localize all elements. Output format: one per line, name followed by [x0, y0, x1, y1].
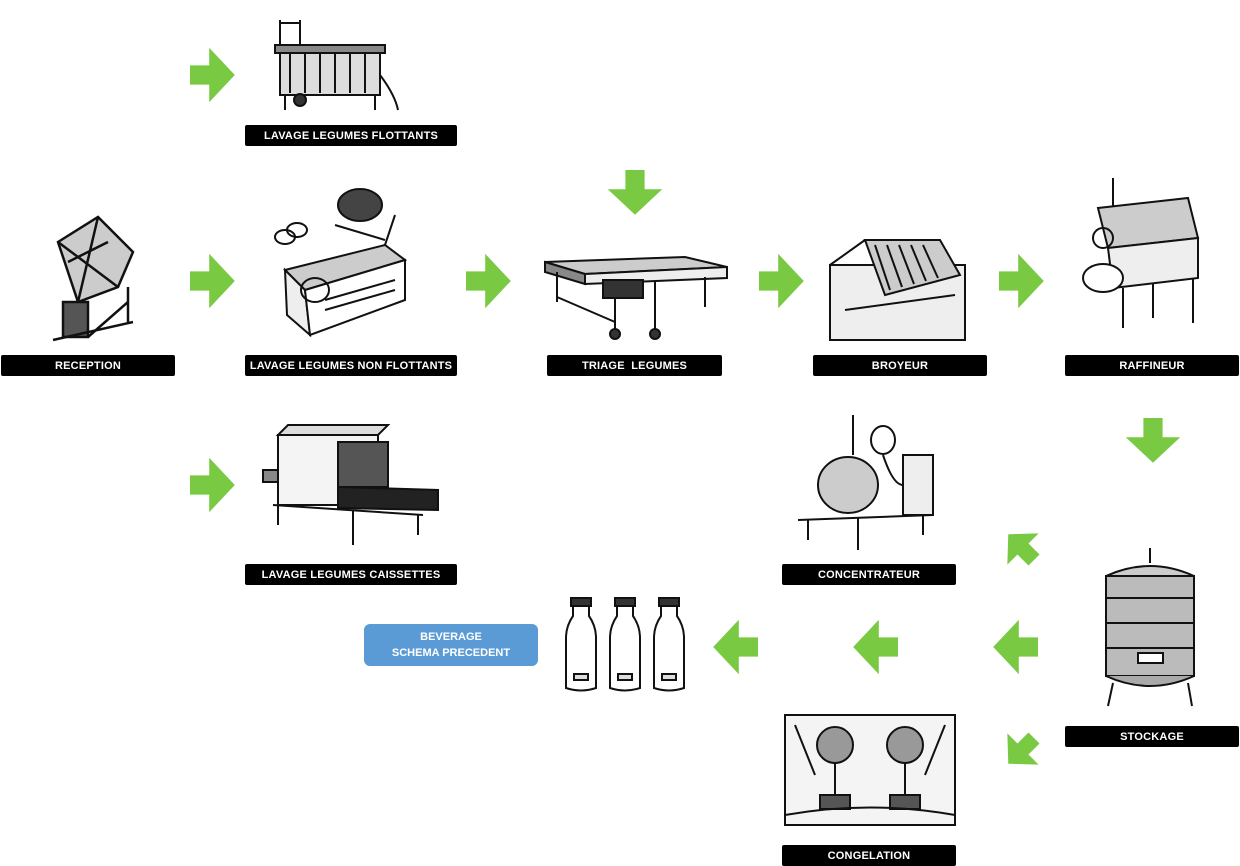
evaporator-icon — [797, 415, 934, 550]
label-lavage-flottants: LAVAGE LEGUMES FLOTTANTS — [245, 125, 457, 146]
label-stockage: STOCKAGE — [1065, 726, 1239, 747]
beverage-line1: BEVERAGE — [420, 631, 482, 643]
label-concentrateur: CONCENTRATEUR — [782, 564, 956, 585]
label-lavage-caissettes: LAVAGE LEGUMES CAISSETTES — [245, 564, 457, 585]
tunnel-washer-icon — [262, 424, 439, 545]
freezer-icon — [784, 714, 956, 826]
bottle-icon — [565, 597, 685, 692]
conveyor-icon — [544, 255, 728, 340]
beverage-line2: SCHEMA PRECEDENT — [391, 647, 511, 659]
arrow-icon — [190, 47, 235, 103]
arrow-icon — [993, 619, 1038, 675]
washer-icon — [274, 188, 408, 338]
arrow-icon — [999, 253, 1044, 309]
label-triage: TRIAGE LEGUMES — [547, 355, 722, 376]
arrow-icon — [853, 619, 898, 675]
crusher-icon — [829, 239, 966, 341]
beverage-link-box[interactable]: BEVERAGE SCHEMA PRECEDENT — [364, 624, 538, 666]
arrow-icon — [466, 253, 511, 309]
arrow-icon — [992, 518, 1050, 576]
label-broyeur: BROYEUR — [813, 355, 987, 376]
tipper-icon — [52, 215, 135, 342]
label-congelation: CONGELATION — [782, 845, 956, 866]
label-reception: RECEPTION — [1, 355, 175, 376]
washer-icon — [274, 20, 399, 111]
arrow-icon — [1125, 418, 1181, 463]
arrow-icon — [190, 253, 235, 309]
arrow-icon — [190, 457, 235, 513]
tank-icon — [1105, 548, 1195, 707]
refiner-icon — [1082, 178, 1200, 328]
label-lavage-non-flottants: LAVAGE LEGUMES NON FLOTTANTS — [245, 355, 457, 376]
label-raffineur: RAFFINEUR — [1065, 355, 1239, 376]
arrow-icon — [759, 253, 804, 309]
arrow-icon — [713, 619, 758, 675]
arrow-icon — [607, 170, 663, 215]
arrow-icon — [992, 722, 1050, 780]
